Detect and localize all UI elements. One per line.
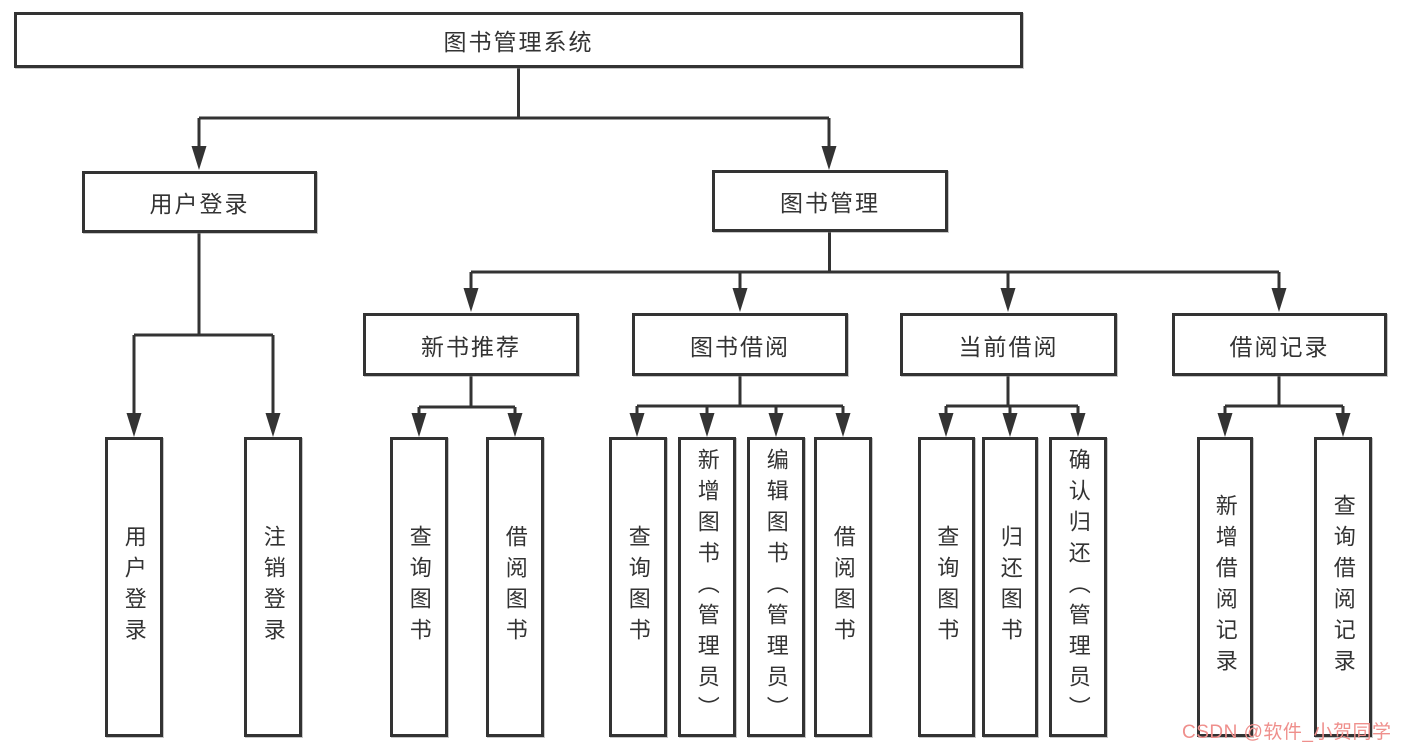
node-leaf-borrow-books-recommend: 借阅图书	[486, 437, 544, 737]
node-label: 查询借阅记录	[1330, 494, 1356, 680]
node-leaf-query-books-borrow: 查询图书	[609, 437, 667, 737]
node-label: 借阅记录	[1229, 333, 1330, 360]
node-label: 图书借阅	[690, 333, 790, 360]
node-label: 用户登录	[121, 525, 147, 649]
node-leaf-logout: 注销登录	[244, 437, 302, 737]
csdn-watermark: CSDN @软件_小贺同学	[1182, 722, 1392, 743]
node-leaf-add-borrow-record: 新增借阅记录	[1197, 437, 1253, 737]
node-user-login: 用户登录	[82, 171, 317, 233]
node-leaf-confirm-return-admin: 确认归还（管理员）	[1049, 437, 1107, 737]
node-book-management: 图书管理	[712, 170, 948, 232]
node-label: 新增图书（管理员）	[694, 447, 720, 727]
node-leaf-edit-books-admin: 编辑图书（管理员）	[747, 437, 805, 737]
node-label: 借阅图书	[830, 525, 856, 649]
node-label: 图书管理	[780, 190, 880, 216]
tree-edges	[132, 68, 1345, 416]
node-leaf-return-books: 归还图书	[982, 437, 1038, 737]
node-new-book-recommend: 新书推荐	[363, 313, 579, 376]
node-label: 查询图书	[625, 525, 651, 649]
node-label: 归还图书	[997, 525, 1023, 649]
node-current-borrow: 当前借阅	[900, 313, 1117, 376]
node-leaf-borrow-books: 借阅图书	[814, 437, 872, 737]
node-label: 查询图书	[934, 525, 960, 649]
node-borrow-records: 借阅记录	[1172, 313, 1387, 376]
node-label: 注销登录	[260, 525, 286, 649]
node-label: 查询图书	[406, 525, 432, 649]
node-label: 当前借阅	[958, 333, 1059, 360]
arrowhead-icons	[126, 146, 1351, 437]
node-label: 新增借阅记录	[1212, 494, 1238, 680]
node-label: 新书推荐	[421, 333, 521, 360]
node-label: 图书管理系统	[443, 29, 594, 55]
node-leaf-user-login: 用户登录	[105, 437, 163, 737]
node-label: 编辑图书（管理员）	[763, 447, 789, 727]
node-leaf-query-borrow-record: 查询借阅记录	[1314, 437, 1372, 737]
node-label: 用户登录	[149, 191, 250, 217]
node-leaf-add-books-admin: 新增图书（管理员）	[678, 437, 736, 737]
node-book-borrow: 图书借阅	[632, 313, 848, 376]
node-label: 确认归还（管理员）	[1065, 447, 1091, 727]
node-label: 借阅图书	[502, 525, 528, 649]
node-library-management-system: 图书管理系统	[14, 12, 1023, 68]
node-leaf-query-books-recommend: 查询图书	[390, 437, 448, 737]
node-leaf-query-books-current: 查询图书	[918, 437, 975, 737]
